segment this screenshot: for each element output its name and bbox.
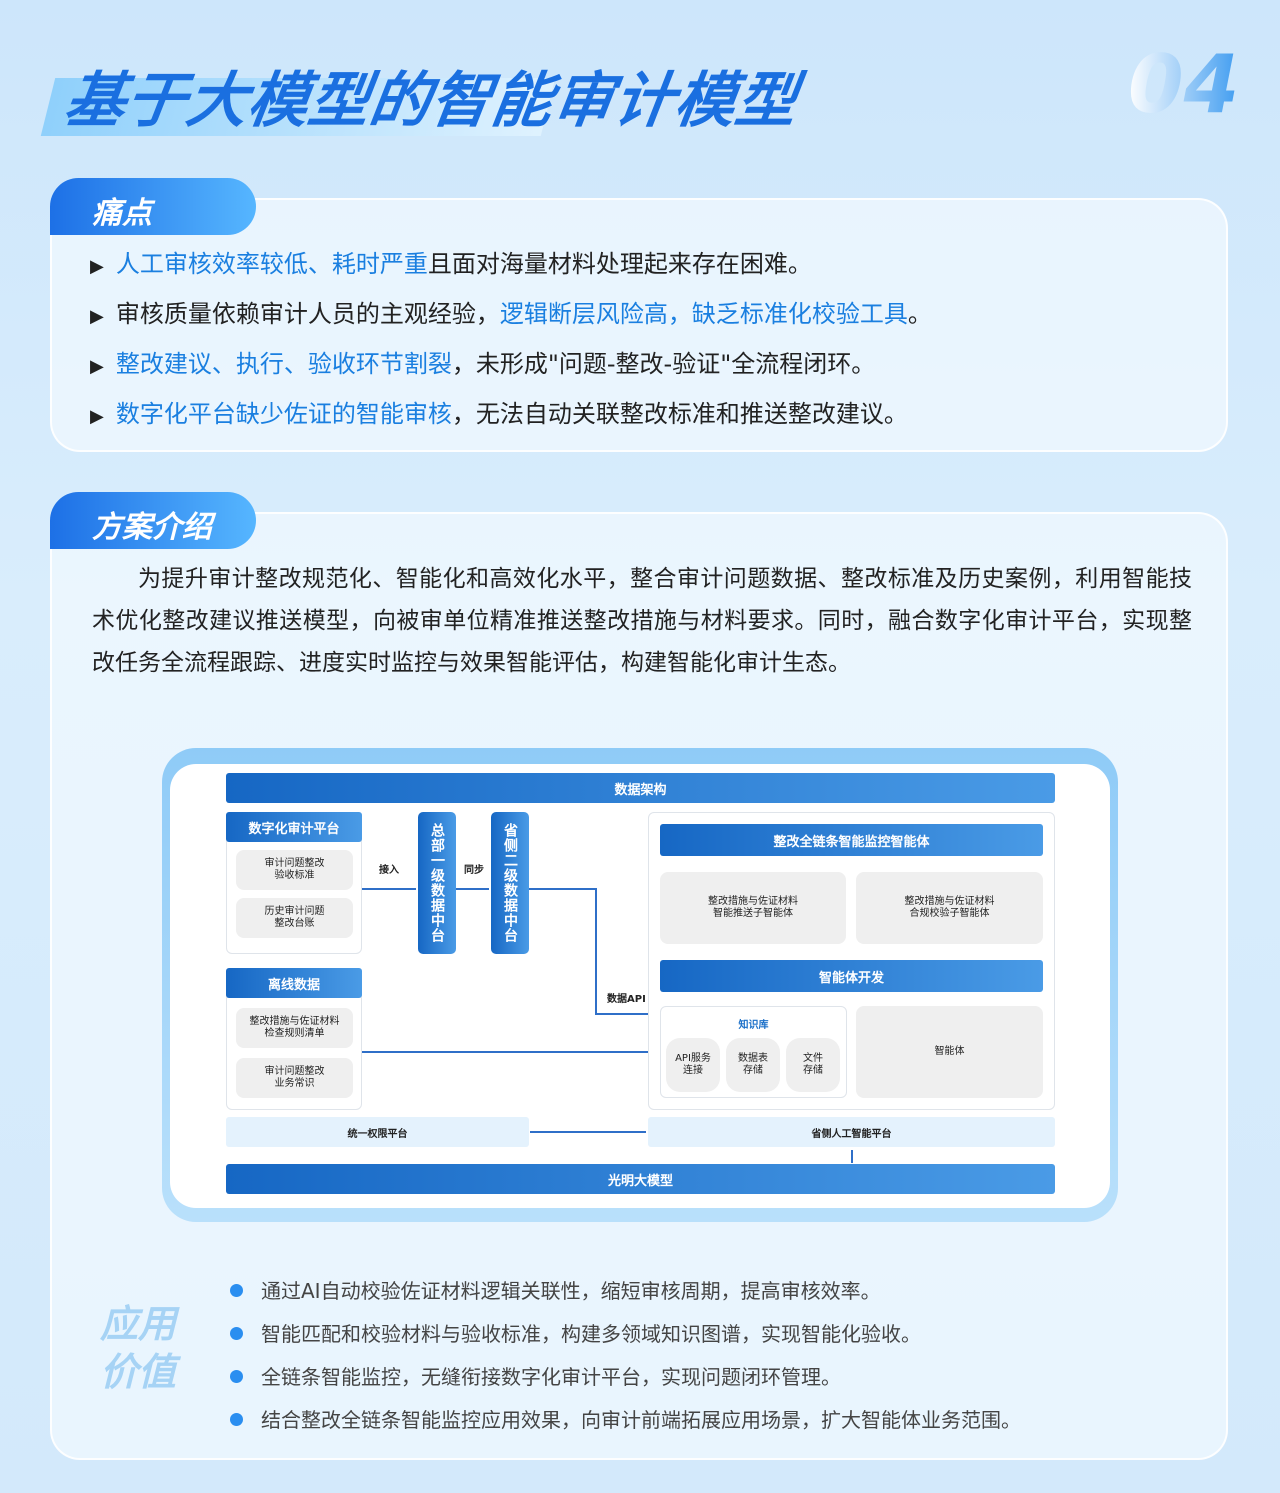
pain-point: ▶人工审核效率较低、耗时严重且面对海量材料处理起来存在困难。	[90, 250, 812, 278]
value-point: 通过AI自动校验佐证材料逻辑关联性，缩短审核周期，提高审核效率。	[230, 1275, 881, 1304]
pain-card	[50, 198, 1228, 452]
pain-point: ▶整改建议、执行、验收环节割裂，未形成"问题-整改-验证"全流程闭环。	[90, 350, 876, 378]
arrow-label-sync: 同步	[464, 865, 484, 876]
arrow-line	[362, 1051, 658, 1053]
pain-tab: 痛点	[50, 178, 256, 235]
knowledge-base-title: 知识库	[738, 1020, 769, 1031]
agent-box: 智能体	[856, 1006, 1043, 1098]
province-data-platform: 省侧二级数据中台	[491, 812, 529, 954]
monitor-title: 整改全链条智能监控智能体	[660, 824, 1043, 856]
arrow-line	[530, 1131, 646, 1133]
page-number: 04	[1128, 38, 1240, 131]
value-point: 结合整改全链条智能监控应用效果，向审计前端拓展应用场景，扩大智能体业务范围。	[230, 1404, 1021, 1433]
pain-point: ▶审核质量依赖审计人员的主观经验，逻辑断层风险高，缺乏标准化校验工具。	[90, 300, 932, 328]
ai-platform: 省侧人工智能平台	[648, 1117, 1055, 1147]
arrow-line	[595, 1013, 658, 1015]
monitor-agent: 整改措施与佐证材料 智能推送子智能体	[660, 872, 846, 944]
kb-item: API服务 连接	[666, 1038, 720, 1092]
value-point: 智能匹配和校验材料与验收标准，构建多领域知识图谱，实现智能化验收。	[230, 1318, 921, 1347]
kb-item: 数据表 存储	[726, 1038, 780, 1092]
arrow-label-api: 数据API	[607, 994, 646, 1005]
agent-dev-title: 智能体开发	[660, 960, 1043, 992]
arrow-line	[456, 888, 489, 890]
arrow-line	[362, 888, 416, 890]
offline-item: 审计问题整改 业务常识	[236, 1058, 353, 1098]
pain-point: ▶数字化平台缺少佐证的智能审核，无法自动关联整改标准和推送整改建议。	[90, 400, 908, 428]
solution-paragraph: 为提升审计整改规范化、智能化和高效化水平，整合审计问题数据、整改标准及历史案例，…	[92, 566, 1192, 676]
kb-item: 文件 存储	[786, 1038, 840, 1092]
value-point: 全链条智能监控，无缝衔接数字化审计平台，实现问题闭环管理。	[230, 1361, 841, 1390]
value-title: 应用价值	[100, 1302, 177, 1394]
guangming-model-bar: 光明大模型	[226, 1164, 1055, 1194]
auth-platform: 统一权限平台	[226, 1117, 529, 1147]
arrow-line	[595, 888, 597, 1014]
page-title: 基于大模型的智能审计模型	[60, 66, 803, 136]
arrow-label-access: 接入	[379, 865, 399, 876]
platform-item: 审计问题整改 验收标准	[236, 850, 353, 890]
arrow-line	[851, 1150, 853, 1163]
hq-data-platform: 总部一级数据中台	[418, 812, 456, 954]
platform-title: 数字化审计平台	[226, 812, 362, 842]
offline-title: 离线数据	[226, 968, 362, 998]
offline-item: 整改措施与佐证材料 检查规则清单	[236, 1008, 353, 1048]
platform-item: 历史审计问题 整改台账	[236, 898, 353, 938]
data-architecture-bar: 数据架构	[226, 773, 1055, 803]
solution-tab: 方案介绍	[50, 492, 256, 549]
monitor-agent: 整改措施与佐证材料 合规校验子智能体	[856, 872, 1043, 944]
arrow-line	[529, 888, 596, 890]
